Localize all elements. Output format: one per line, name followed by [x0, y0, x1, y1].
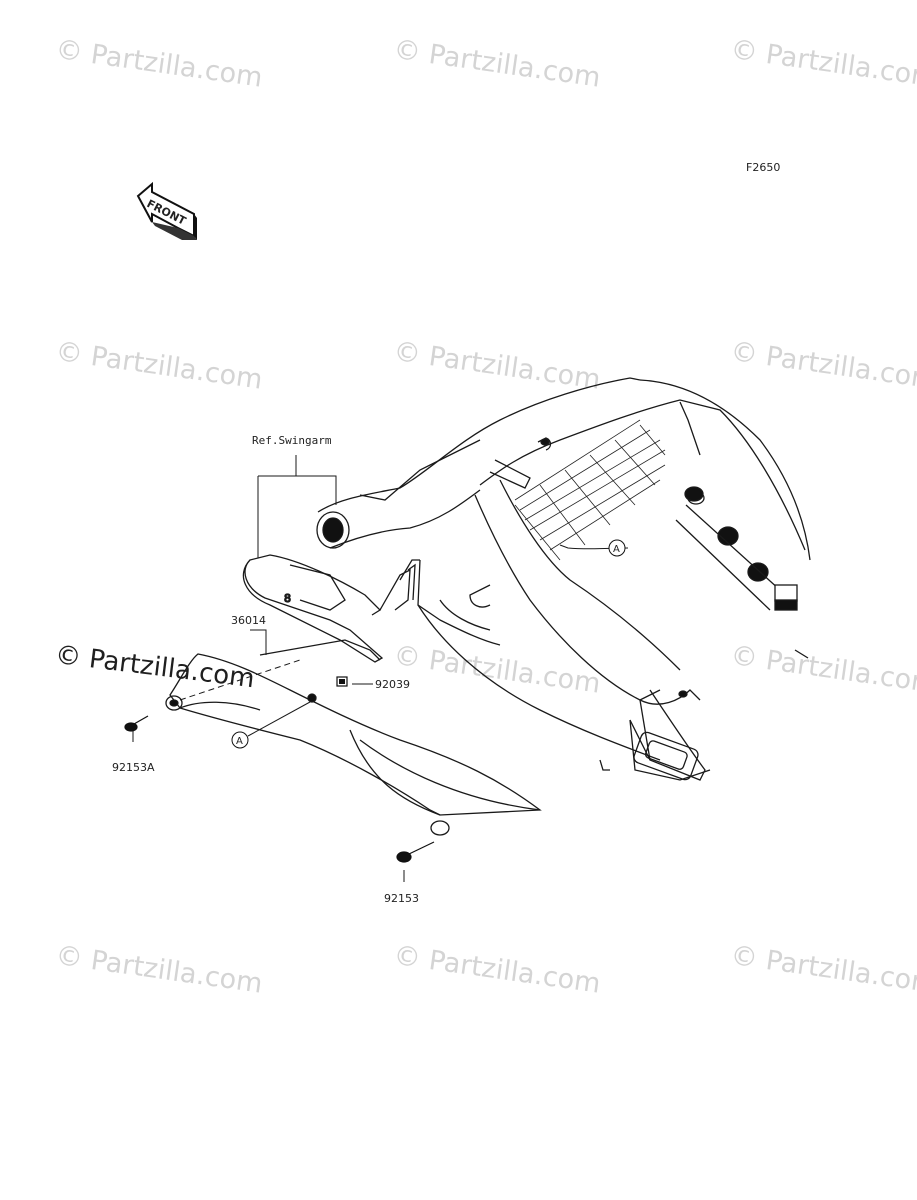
front-arrow-icon: FRONT [136, 181, 197, 240]
chain-guard-upper: 8 [242, 554, 416, 663]
bolt-92039-icon [336, 676, 348, 687]
diagram-code: F2650 [746, 161, 781, 174]
label-36014: 36014 [231, 614, 266, 627]
label-92153: 92153 [384, 892, 419, 905]
marker-a-1-label: A [236, 736, 243, 747]
bolt-92153-icon [396, 841, 435, 863]
label-ref-swingarm: Ref.Swingarm [252, 434, 332, 447]
chain-cover-36014 [165, 639, 542, 836]
marker-a-1: A [231, 731, 249, 749]
label-92153a: 92153A [112, 761, 155, 774]
marker-a-2: A [608, 539, 626, 557]
bolt-92153a-icon [124, 715, 149, 732]
swingarm-drawing [316, 377, 811, 781]
chain-guard-mark: 8 [284, 592, 291, 605]
label-92039: 92039 [375, 678, 410, 691]
marker-a-2-label: A [613, 544, 620, 555]
